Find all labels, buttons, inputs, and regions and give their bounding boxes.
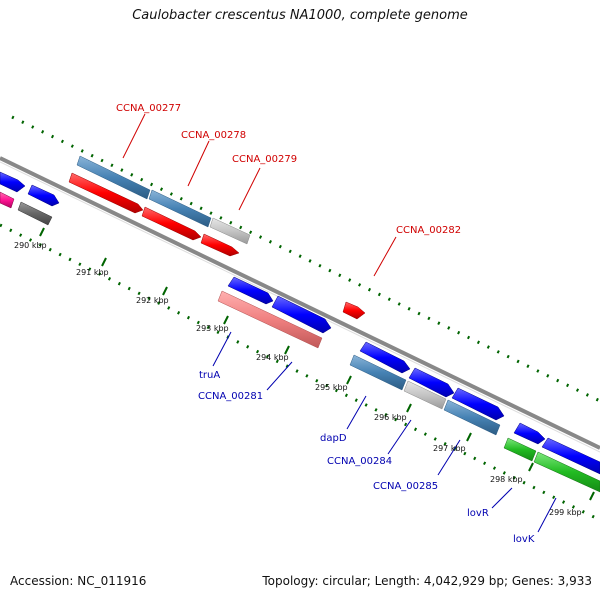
gene-left-blue-1 [0,171,26,193]
tick-label: 296 kbp [374,413,407,422]
gene-ccna-00285 [443,399,501,436]
inner-tick-ring [0,223,600,522]
gene-blue-b [271,295,332,334]
gene-label: CCNA_00278 [181,130,246,141]
gene-blue-a [227,276,274,305]
gene-blue-f [513,422,546,445]
gene-left-magenta [0,191,15,209]
gene-lovr [503,437,537,462]
gene-red-2 [141,206,202,241]
tick-label: 291 kbp [76,268,109,277]
outer-tick-ring [11,115,600,403]
gene-red-1 [68,172,144,214]
gene-blue-d [408,367,455,398]
gene-label: CCNA_00281 [198,391,263,402]
gene-label: CCNA_00279 [232,154,297,165]
gene-label: lovK [513,534,535,545]
accession-text: Accession: NC_011916 [10,574,147,588]
gene-label: CCNA_00277 [116,103,181,114]
gene-label: CCNA_00285 [373,481,438,492]
gene-label: lovR [467,508,489,519]
tick-label: 294 kbp [256,353,289,362]
gene-label: CCNA_00282 [396,225,461,236]
gene-blue-g [541,437,600,475]
major-ticks [39,227,595,501]
label-leaders-top [122,113,397,277]
tick-label: 298 kbp [490,475,523,484]
tick-label: 290 kbp [14,241,47,250]
tick-label: 292 kbp [136,296,169,305]
genome-summary-text: Topology: circular; Length: 4,042,929 bp… [262,574,592,588]
gene-dapd [349,354,407,391]
gene-blue-c [359,341,411,374]
gene-trua [217,290,323,349]
gene-lovk [533,451,600,493]
gene-blue-e [451,387,505,421]
gene-ccna-00282 [342,301,366,320]
gene-left-darkgray [17,201,53,226]
map-title: Caulobacter crescentus NA1000, complete … [132,8,468,23]
gene-left-blue-2 [27,184,60,207]
gene-ccna-00284 [403,380,447,410]
gene-ccna-00277 [76,155,151,200]
gene-red-3 [200,233,240,257]
tick-label: 299 kbp [549,508,582,517]
gene-ccna-00278 [148,189,212,228]
gene-label: dapD [320,433,347,444]
tick-label: 297 kbp [433,444,466,453]
gene-label: truA [199,370,220,381]
label-leaders-bottom [212,331,557,533]
chromosome-backbone [0,156,600,453]
tick-label: 295 kbp [315,383,348,392]
gene-ccna-00279 [209,217,251,245]
forward-strand-genes [0,155,366,320]
gene-label: CCNA_00284 [327,456,392,467]
tick-label: 293 kbp [196,324,229,333]
reverse-strand-genes [217,276,600,493]
